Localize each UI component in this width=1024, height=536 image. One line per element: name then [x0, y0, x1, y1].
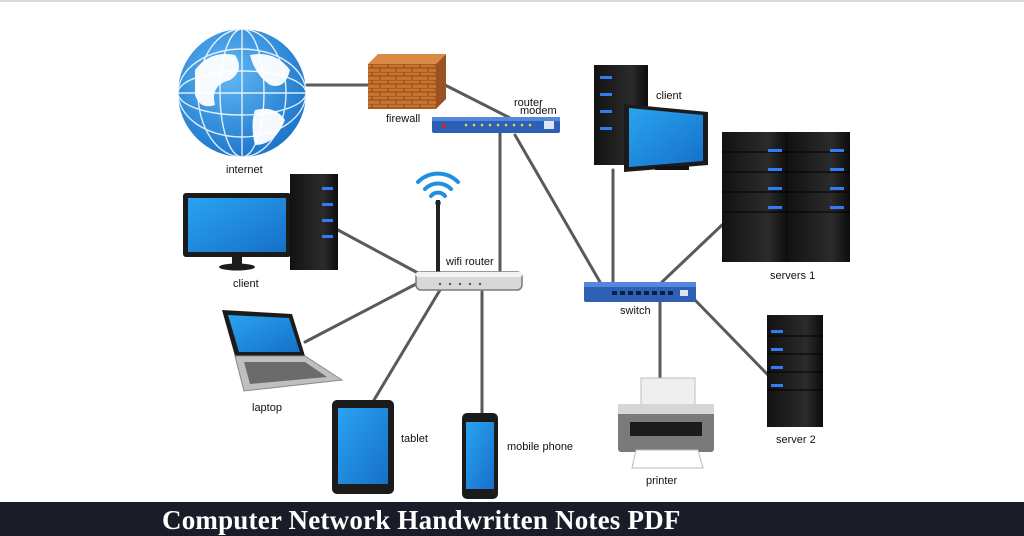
footer-bar — [0, 502, 1024, 536]
server-icon — [290, 174, 338, 270]
label-internet: internet — [226, 164, 263, 176]
cable-client-wifi-router — [336, 228, 420, 275]
cable-laptop-wifi-router — [303, 281, 420, 344]
cable-tablet-wifi-router — [372, 288, 442, 402]
label-router: router — [514, 97, 543, 109]
printer-icon — [618, 377, 714, 469]
switch-icon — [584, 282, 696, 302]
label-wifi-router: wifi router — [446, 256, 494, 268]
label-mobile-phone: mobile phone — [507, 441, 574, 453]
phone-icon — [462, 413, 498, 499]
top-border — [0, 0, 1024, 2]
footer-title: Computer Network Handwritten Notes PDF — [162, 505, 681, 535]
firewall-icon — [368, 54, 446, 109]
monitor-icon — [624, 104, 708, 172]
label-modem: modem — [520, 105, 557, 117]
cable-modem-switch — [513, 133, 602, 284]
label-server-2: server 2 — [776, 434, 816, 446]
servers1-icon — [722, 132, 850, 262]
wifi-router-icon — [415, 200, 523, 291]
connection-cables — [303, 83, 770, 415]
label-printer: printer — [646, 475, 678, 487]
network-diagram — [177, 28, 850, 499]
laptop-icon — [222, 310, 344, 392]
globe-icon — [177, 28, 307, 158]
tablet-icon — [332, 400, 394, 494]
label-laptop: laptop — [252, 402, 282, 414]
server2-icon — [767, 315, 823, 427]
cable-switch-server2 — [693, 298, 770, 377]
label-tablet: tablet — [401, 433, 428, 445]
monitor-icon — [183, 193, 291, 271]
label-client-left: client — [233, 278, 259, 290]
label-servers-1: servers 1 — [770, 270, 816, 282]
label-client-top: client — [656, 90, 682, 102]
cable-firewall-modem — [443, 83, 512, 120]
modem-icon — [432, 117, 560, 133]
label-firewall: firewall — [386, 113, 421, 125]
cable-servers1-switch — [660, 223, 724, 284]
label-switch: switch — [620, 305, 651, 317]
